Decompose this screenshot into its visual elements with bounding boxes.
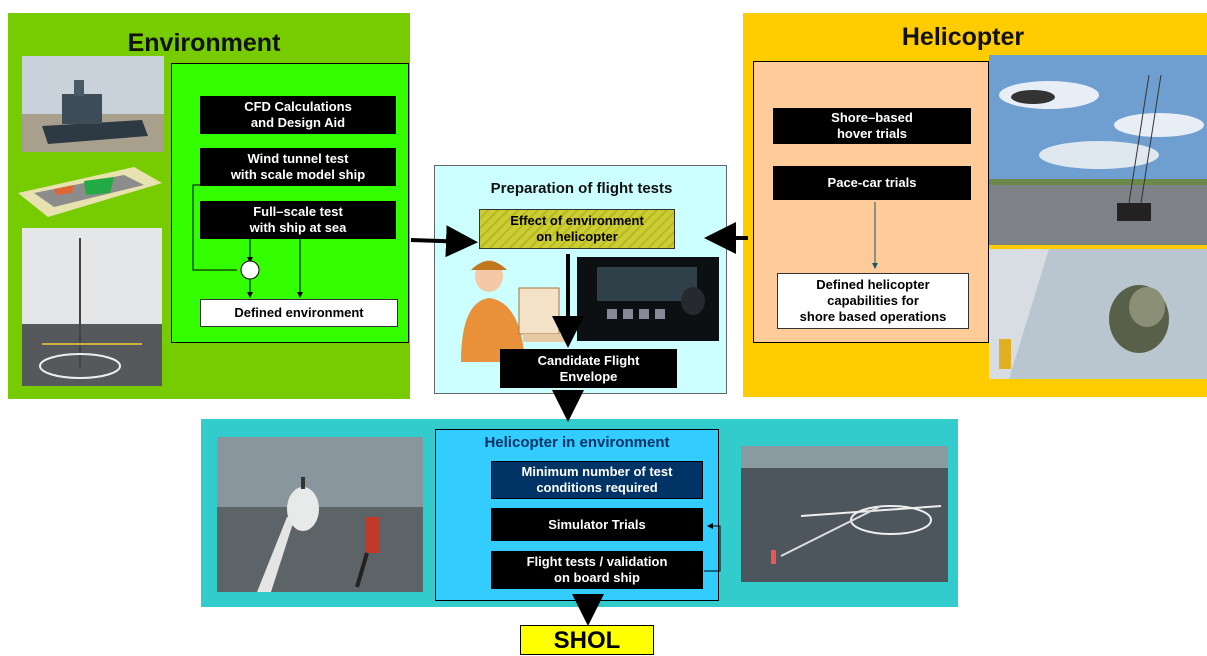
minimum-test-conditions-box: Minimum number of test conditions requir…: [491, 461, 703, 499]
environment-title: Environment: [127, 29, 281, 57]
environment-merge-node: [240, 260, 260, 280]
defined-helicopter-capabilities-box: Defined helicopter capabilities for shor…: [777, 273, 969, 329]
full-scale-test-box: Full–scale test with ship at sea: [200, 201, 396, 239]
hover-trials-photo: [989, 55, 1207, 245]
helicopter-on-deck-photo: [217, 437, 423, 592]
cfd-calculations-box: CFD Calculations and Design Aid: [200, 96, 396, 134]
pilot-cockpit-photo: [989, 249, 1207, 379]
flight-tests-feedback-arrow: [704, 523, 721, 572]
ship-deck-mast-photo: [22, 228, 162, 386]
flight-tests-validation-box: Flight tests / validation on board ship: [491, 551, 703, 589]
shore-based-hover-trials-box: Shore–based hover trials: [773, 108, 971, 144]
effect-of-environment-box: Effect of environment on helicopter: [479, 209, 675, 249]
defined-environment-box: Defined environment: [200, 299, 398, 327]
helicopter-in-environment-title: Helicopter in environment: [484, 434, 670, 451]
cfd-simulation-image: [14, 159, 164, 227]
simulator-trials-box: Simulator Trials: [491, 508, 703, 541]
engineer-computer-illustration: [461, 260, 569, 362]
helicopter-title: Helicopter: [901, 23, 1025, 51]
preparation-panel: Preparation of flight tests Effect of en…: [434, 165, 727, 394]
ship-model-photo: [22, 56, 164, 152]
environment-to-preparation-arrow: [410, 225, 478, 258]
candidate-flight-envelope-box: Candidate Flight Envelope: [500, 349, 677, 388]
pace-car-trials-box: Pace-car trials: [773, 166, 971, 200]
helicopter-panel: Helicopter Shore–based hover trials Pace…: [743, 13, 1207, 397]
shol-output-box: SHOL: [520, 625, 654, 655]
wind-tunnel-test-box: Wind tunnel test with scale model ship: [200, 148, 396, 186]
environment-internal-arrows: [192, 184, 303, 298]
helicopter-in-environment-panel: Helicopter in environment Minimum number…: [201, 419, 958, 607]
ship-landing-deck-photo: [741, 446, 948, 582]
environment-panel: Environment CFD Calculations and Design …: [8, 13, 410, 399]
preparation-title: Preparation of flight tests: [490, 180, 673, 197]
flight-simulator-photo: [577, 257, 719, 341]
